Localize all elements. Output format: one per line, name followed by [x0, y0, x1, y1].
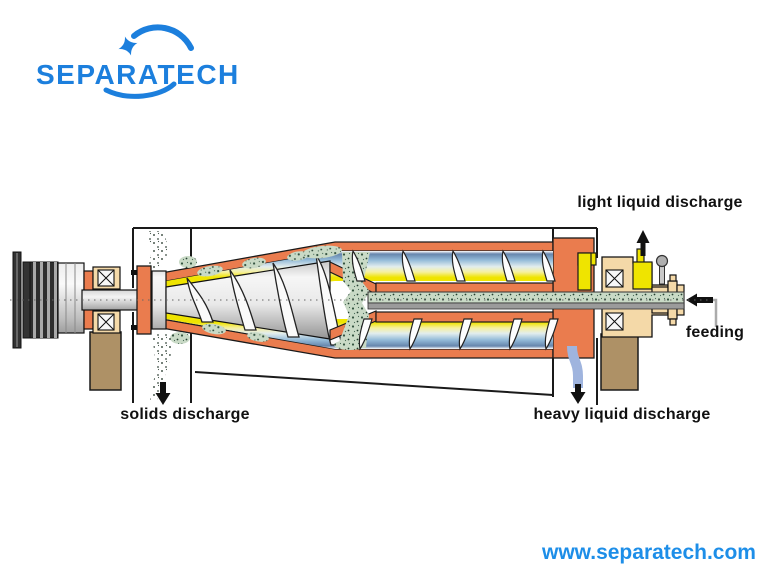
- label-light-liquid-discharge: light liquid discharge: [577, 194, 743, 211]
- light-liquid-weir: [577, 252, 597, 291]
- heavy-liquid-arrow-icon: [570, 384, 586, 404]
- label-feeding: feeding: [685, 324, 745, 341]
- valve-pin: [655, 254, 669, 285]
- website-url: www.separatech.com: [542, 541, 756, 564]
- pedestal-right: [600, 333, 639, 391]
- solids-falling: [146, 231, 174, 400]
- logo-text: SEPARATECH: [36, 59, 240, 90]
- separatech-logo: SEPARATECH: [36, 24, 240, 99]
- scroll-flights-cylindrical: [351, 249, 559, 351]
- feed-tube: [367, 291, 685, 310]
- logo-swoosh-icon: [103, 24, 194, 99]
- label-heavy-liquid-discharge: heavy liquid discharge: [533, 406, 711, 423]
- light-liquid-arrow-icon: [636, 230, 650, 256]
- logo-star-icon: [118, 36, 138, 56]
- bowl-hub-bolts: [131, 270, 137, 330]
- main-bearing-left: [92, 266, 121, 334]
- pedestal-left: [89, 331, 122, 391]
- feeding-arrow-icon: [686, 293, 718, 327]
- solids-discharge-arrow-icon: [155, 382, 171, 405]
- heavy-liquid-stream: [567, 345, 583, 388]
- gearbox: [57, 262, 85, 334]
- label-solids-discharge: solids discharge: [120, 406, 250, 423]
